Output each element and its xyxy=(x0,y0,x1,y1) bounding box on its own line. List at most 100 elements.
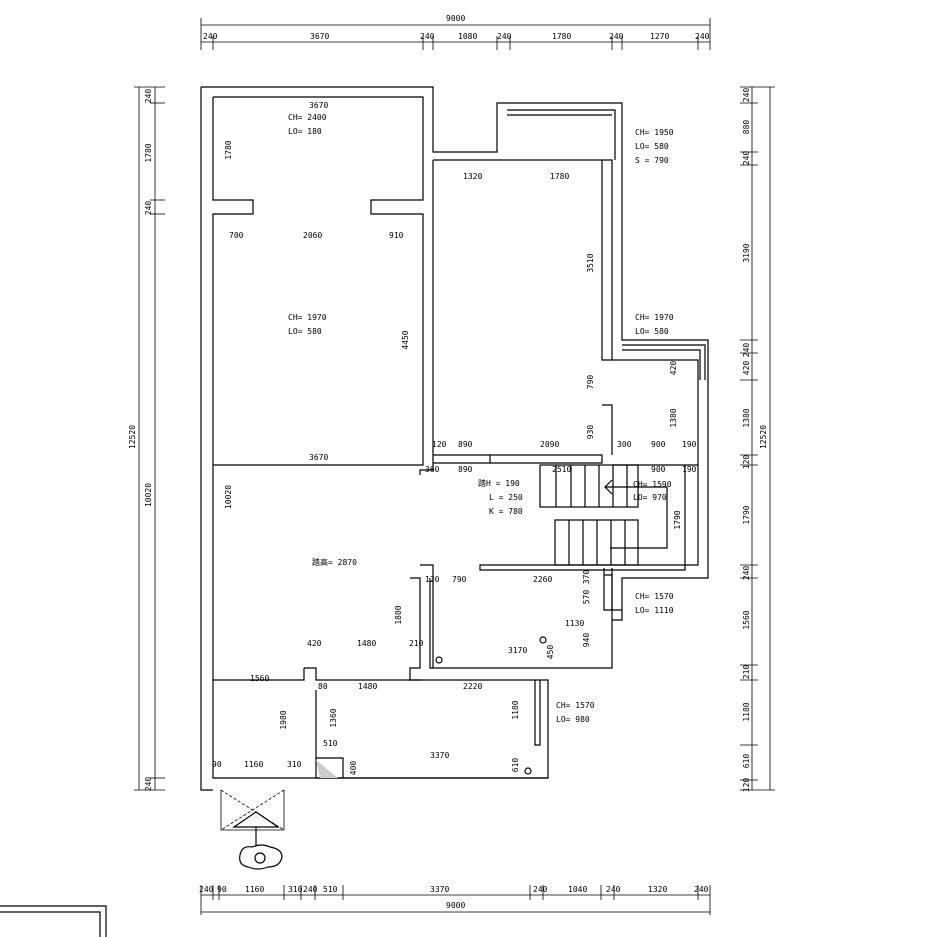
right-dimension-label: 240 xyxy=(742,151,751,166)
interior-label: LO= 580 xyxy=(635,142,669,151)
interior-label: 1560 xyxy=(250,674,269,683)
bottom-dimension-label: 90 xyxy=(217,885,227,894)
bottom-dimension-label: 1320 xyxy=(648,885,667,894)
left-dimension-lines xyxy=(134,86,165,791)
left-dimension-label: 1780 xyxy=(144,143,153,162)
bottom-dimension-label: 3370 xyxy=(430,885,449,894)
top-dimension-label: 240 xyxy=(420,32,435,41)
bottom-dimension-label: 310 xyxy=(288,885,303,894)
interior-label: 370 xyxy=(582,570,591,585)
interior-label: CH= 1570 xyxy=(635,592,674,601)
right-dimension-lines xyxy=(740,86,775,791)
left-dimension-label: 240 xyxy=(144,201,153,216)
interior-label: S = 790 xyxy=(635,156,669,165)
right-dimension-label: 240 xyxy=(742,566,751,581)
interior-label: L = 250 xyxy=(489,493,523,502)
interior-label: 1320 xyxy=(463,172,482,181)
interior-label: CH= 1950 xyxy=(635,128,674,137)
interior-label: 1380 xyxy=(669,408,678,427)
top-dimension-label: 1780 xyxy=(552,32,571,41)
interior-label: 790 xyxy=(452,575,467,584)
interior-label: 1780 xyxy=(550,172,569,181)
interior-label: 1160 xyxy=(244,760,263,769)
interior-label: 420 xyxy=(669,361,678,376)
interior-label: 610 xyxy=(511,758,520,773)
top-dimension-label: 3670 xyxy=(310,32,329,41)
interior-label: 910 xyxy=(389,231,404,240)
interior-label: 10020 xyxy=(224,485,233,509)
left-total-dimension: 12520 xyxy=(128,425,137,449)
interior-label: 80 xyxy=(318,682,328,691)
interior-label: 2090 xyxy=(540,440,559,449)
interior-label: 900 xyxy=(651,465,666,474)
top-total-dimension: 9000 xyxy=(446,14,465,23)
interior-label: 2060 xyxy=(303,231,322,240)
right-dimension-label: 1380 xyxy=(742,408,751,427)
bottom-dimension-label: 240 xyxy=(199,885,214,894)
interior-label: 930 xyxy=(586,425,595,440)
interior-label: 3670 xyxy=(309,101,328,110)
right-dimension-label: 210 xyxy=(742,665,751,680)
interior-label: 踏H = 190 xyxy=(478,478,520,488)
interior-label: 360 xyxy=(425,465,440,474)
interior-label: 2220 xyxy=(463,682,482,691)
interior-label: LO= 970 xyxy=(633,493,667,502)
interior-label: 700 xyxy=(229,231,244,240)
staircase xyxy=(539,464,668,566)
interior-label: 300 xyxy=(617,440,632,449)
interior-label: 890 xyxy=(458,465,473,474)
interior-label: 3170 xyxy=(508,646,527,655)
right-dimension-label: 610 xyxy=(742,754,751,769)
interior-label: 2510 xyxy=(552,465,571,474)
left-dimension-label: 240 xyxy=(144,89,153,104)
interior-label: 400 xyxy=(349,761,358,776)
right-dimension-label: 3190 xyxy=(742,243,751,262)
right-dimension-label: 1180 xyxy=(742,702,751,721)
interior-label: 940 xyxy=(582,633,591,648)
interior-label: 1980 xyxy=(279,710,288,729)
interior-label: 90 xyxy=(212,760,222,769)
interior-label: 120 xyxy=(425,575,440,584)
interior-label: LO= 580 xyxy=(288,327,322,336)
bottom-dimension-label: 240 xyxy=(533,885,548,894)
right-total-dimension: 12520 xyxy=(759,425,768,449)
interior-label: 1790 xyxy=(673,510,682,529)
top-dimension-label: 240 xyxy=(203,32,218,41)
interior-label: 3670 xyxy=(309,453,328,462)
left-dimension-label: 10020 xyxy=(144,483,153,507)
interior-label: LO= 1110 xyxy=(635,606,674,615)
interior-label: CH= 1570 xyxy=(556,701,595,710)
right-dimension-label: 120 xyxy=(742,778,751,793)
right-dimension-label: 420 xyxy=(742,361,751,376)
walls xyxy=(200,86,709,791)
right-dimension-label: 1790 xyxy=(742,505,751,524)
interior-label: 210 xyxy=(409,639,424,648)
bottom-dimension-label: 1160 xyxy=(245,885,264,894)
interior-label: 570 xyxy=(582,590,591,605)
interior-label: 2260 xyxy=(533,575,552,584)
interior-label: 3370 xyxy=(430,751,449,760)
bottom-dimension-label: 1040 xyxy=(568,885,587,894)
top-dimension-label: 1080 xyxy=(458,32,477,41)
interior-label: 450 xyxy=(546,645,555,660)
bottom-dimension-lines xyxy=(200,885,711,915)
interior-label: 1800 xyxy=(394,605,403,624)
bottom-dimension-label: 240 xyxy=(606,885,621,894)
top-dimension-lines xyxy=(200,18,711,50)
interior-label: CH= 1970 xyxy=(288,313,327,322)
bottom-dimension-label: 240 xyxy=(694,885,709,894)
interior-label: 踏高= 2870 xyxy=(312,557,357,567)
interior-label: 4450 xyxy=(401,330,410,349)
interior-label: 1480 xyxy=(358,682,377,691)
right-dimension-label: 120 xyxy=(742,455,751,470)
right-dimension-label: 240 xyxy=(742,343,751,358)
fixtures xyxy=(316,636,547,778)
interior-label: 1780 xyxy=(224,140,233,159)
right-dimension-label: 1560 xyxy=(742,610,751,629)
interior-label: 190 xyxy=(682,440,697,449)
interior-label: 1360 xyxy=(329,708,338,727)
bottom-total-dimension: 9000 xyxy=(446,901,465,910)
interior-label: 1180 xyxy=(511,700,520,719)
